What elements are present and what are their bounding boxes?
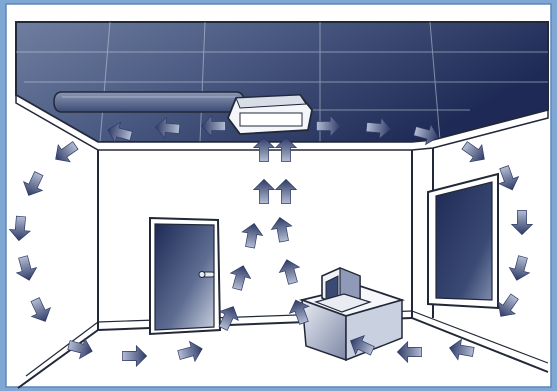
- ceiling-duct: [54, 92, 244, 112]
- door-handle-icon: [199, 272, 214, 278]
- door: [150, 218, 220, 334]
- window: [428, 174, 498, 308]
- ceiling-cassette-unit: [228, 95, 312, 134]
